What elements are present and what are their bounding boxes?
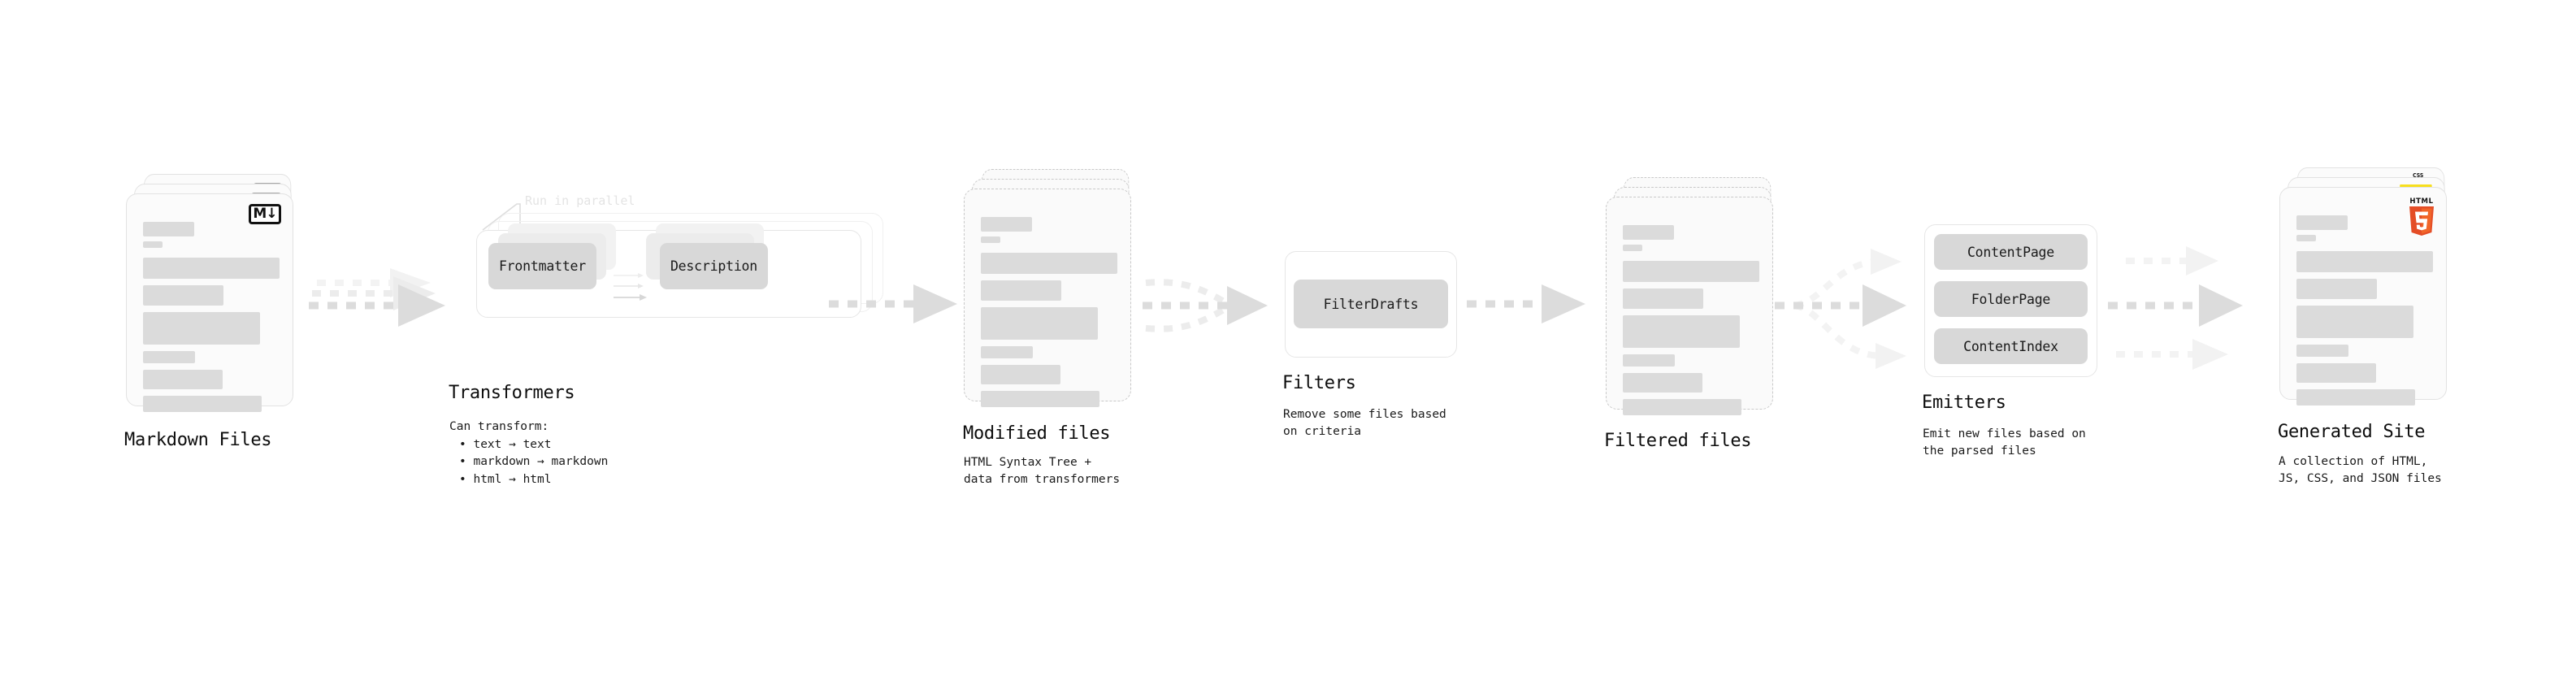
transformer-bullet-1: • markdown → markdown <box>459 455 609 469</box>
transformer-chip-description[interactable]: Description <box>660 243 768 289</box>
transformers-bullets: • text → text • markdown → markdown • ht… <box>459 436 608 488</box>
run-in-parallel-hint: Run in parallel <box>525 193 635 208</box>
doc-placeholder-lines <box>1623 225 1759 420</box>
site-file-card-front: HTML <box>2279 187 2447 406</box>
arrow-transformers-to-modified <box>829 284 957 323</box>
svg-text:HTML: HTML <box>2409 197 2433 206</box>
stage-title-filtered-files: Filtered files <box>1604 431 1752 451</box>
stage-title-generated-site: Generated Site <box>2278 422 2426 442</box>
filter-chip-filterdrafts[interactable]: FilterDrafts <box>1294 280 1448 328</box>
emitter-chip-contentindex[interactable]: ContentIndex <box>1934 328 2088 364</box>
stage-title-modified-files: Modified files <box>963 423 1111 444</box>
transformer-chip-frontmatter[interactable]: Frontmatter <box>488 243 596 289</box>
stage-title-transformers: Transformers <box>449 383 575 403</box>
transformer-bullet-0: • text → text <box>459 438 552 451</box>
emitter-chip-folderpage[interactable]: FolderPage <box>1934 281 2088 317</box>
stage-subtitle-modified-files: HTML Syntax Tree + data from transformer… <box>964 456 1121 486</box>
markdown-icon: M↓ <box>249 204 281 224</box>
markdown-file-card-front: M↓ <box>126 193 293 412</box>
arrow-emitters-to-site <box>2108 246 2243 370</box>
stage-subtitle-filters: Remove some files based on criteria <box>1283 408 1446 438</box>
arrow-modified-to-filters <box>1143 279 1268 332</box>
transformer-bullet-2: • html → html <box>459 472 552 486</box>
html5-icon: HTML <box>2409 197 2434 236</box>
stage-subtitle-emitters: Emit new files based on the parsed files <box>1923 427 2086 458</box>
doc-placeholder-lines <box>2296 215 2433 410</box>
stage-title-markdown-files: Markdown Files <box>124 430 272 450</box>
arrow-filters-to-filtered <box>1467 284 1585 323</box>
emitter-chip-contentpage[interactable]: ContentPage <box>1934 234 2088 270</box>
stage-title-filters: Filters <box>1282 373 1356 393</box>
transformer-inner-arrows <box>614 273 647 301</box>
stage-subtitle-transformers: Can transform: <box>449 420 549 433</box>
stage-title-emitters: Emitters <box>1922 393 2006 413</box>
modified-file-card-front <box>964 189 1131 407</box>
doc-placeholder-lines <box>981 217 1117 412</box>
arrow-filtered-to-emitters <box>1775 249 1906 369</box>
arrow-markdown-to-transformers <box>309 268 445 327</box>
doc-placeholder-lines <box>143 222 280 417</box>
filtered-file-card-front <box>1606 197 1773 415</box>
stage-subtitle-generated-site: A collection of HTML, JS, CSS, and JSON … <box>2279 455 2442 485</box>
